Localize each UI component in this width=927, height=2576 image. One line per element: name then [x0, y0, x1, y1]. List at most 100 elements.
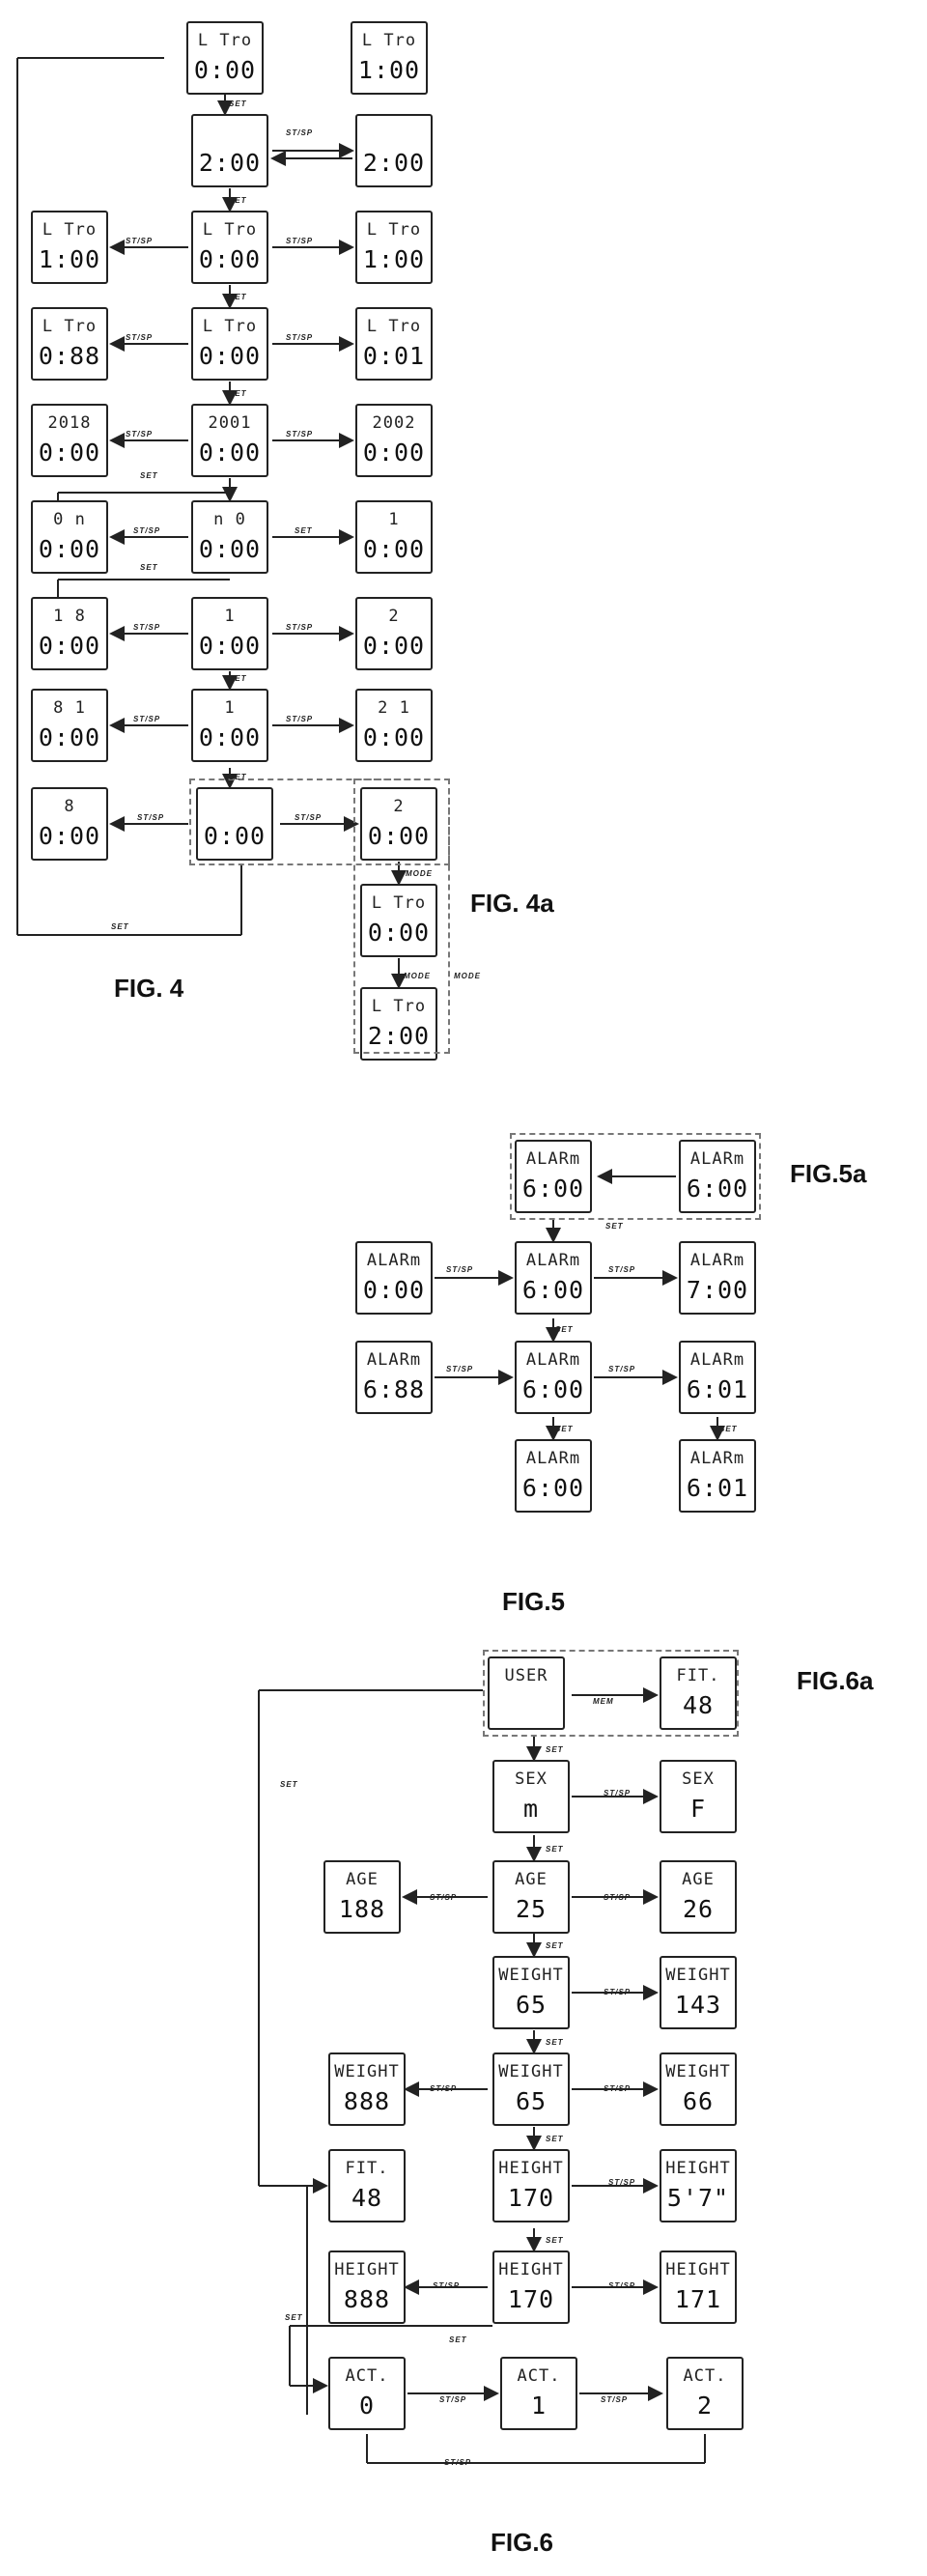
arrow-label-stsp: ST/SP: [604, 1988, 632, 1996]
arrow-label-set: SET: [280, 1780, 298, 1789]
lcd-bottom-text: 0:00: [198, 342, 262, 370]
arrow-label-stsp: ST/SP: [126, 237, 154, 245]
lcd-bottom-text: 2:00: [362, 149, 426, 177]
lcd-top-text: L Tro: [42, 317, 98, 336]
lcd-bottom-text: 0:00: [362, 439, 426, 467]
lcd-top-text: WEIGHT: [334, 2062, 400, 2081]
lcd-top-text: ALARm: [525, 1449, 581, 1468]
lcd-top-text: AGE: [682, 1870, 715, 1889]
lcd-bottom-text: 170: [507, 2285, 555, 2313]
arrow-label-set: SET: [546, 2135, 564, 2143]
lcd-bottom-text: 66: [682, 2087, 715, 2115]
lcd-top-text: 2: [393, 797, 405, 816]
lcd-top-text: ALARm: [689, 1350, 745, 1370]
arrow-label-set: SET: [111, 922, 129, 931]
lcd-top-text: L Tro: [371, 893, 427, 913]
arrow-label-stsp: ST/SP: [286, 623, 314, 632]
arrow-label-set: SET: [546, 2038, 564, 2047]
lcd-screen-f6-r0-c: USER: [488, 1656, 565, 1730]
lcd-bottom-text: 5'7": [666, 2184, 730, 2212]
lcd-top-text: USER: [504, 1666, 548, 1685]
arrow-label-set: SET: [295, 526, 313, 535]
arrow-label-stsp: ST/SP: [608, 1265, 636, 1274]
lcd-top-text: L Tro: [202, 317, 258, 336]
arrow-label-stsp: ST/SP: [133, 526, 161, 535]
arrow-label-set: SET: [229, 293, 247, 301]
lcd-screen-f6-r5-l: FIT.48: [328, 2149, 406, 2222]
lcd-bottom-text: 1:00: [38, 245, 101, 273]
lcd-top-text: HEIGHT: [665, 2159, 731, 2178]
lcd-bottom-text: 0:88: [38, 342, 101, 370]
lcd-top-text: 1: [388, 510, 400, 529]
lcd-bottom-text: 888: [343, 2087, 391, 2115]
arrow-label-stsp: ST/SP: [286, 715, 314, 723]
dashed-group-3: [483, 1650, 739, 1737]
arrow-label-set: SET: [229, 674, 247, 683]
arrow-label-mode: MODE: [406, 869, 433, 878]
lcd-top-text: WEIGHT: [498, 1966, 564, 1985]
lcd-bottom-text: 6:00: [521, 1474, 585, 1502]
arrow-label-stsp: ST/SP: [295, 813, 323, 822]
arrow-label-stsp: ST/SP: [126, 430, 154, 439]
lcd-top-text: WEIGHT: [498, 2062, 564, 2081]
arrow-label-set: SET: [719, 1425, 738, 1433]
lcd-bottom-text: 0:00: [38, 632, 101, 660]
lcd-bottom-text: 0:00: [362, 723, 426, 751]
lcd-top-text: L Tro: [371, 997, 427, 1016]
lcd-bottom-text: 2:00: [198, 149, 262, 177]
lcd-bottom-text: 0:00: [367, 822, 431, 850]
lcd-top-text: 2018: [47, 413, 92, 433]
lcd-bottom-text: 1: [530, 2392, 548, 2420]
dashed-group-1: [353, 778, 450, 1054]
lcd-top-text: 8: [64, 797, 75, 816]
lcd-top-text: ALARm: [525, 1350, 581, 1370]
arrow-label-stsp: ST/SP: [286, 237, 314, 245]
fig5a-caption: FIG.5a: [790, 1159, 867, 1188]
lcd-bottom-text: 0:00: [38, 822, 101, 850]
arrow-label-set: SET: [140, 563, 158, 572]
lcd-bottom-text: 0:00: [203, 822, 267, 850]
arrow-label-mem: MEM: [593, 1697, 614, 1706]
arrow-label-stsp: ST/SP: [608, 2178, 636, 2187]
lcd-top-text: L Tro: [197, 31, 253, 50]
lcd-bottom-text: 0: [358, 2392, 376, 2420]
lcd-top-text: 1: [224, 607, 236, 626]
lcd-bottom-text: 0:00: [198, 723, 262, 751]
lcd-screen-f4-r8-r: 2 0:00: [360, 787, 437, 861]
lcd-screen-f6-r4-l: WEIGHT 888: [328, 2052, 406, 2126]
lcd-top-text: ALARm: [689, 1149, 745, 1169]
lcd-bottom-text: 0:00: [38, 535, 101, 563]
fig6a-caption: FIG.6a: [797, 1666, 874, 1695]
fig4-caption: FIG. 4: [114, 974, 184, 1003]
lcd-top-text: ALARm: [525, 1251, 581, 1270]
lcd-bottom-text: 1:00: [357, 56, 421, 84]
arrow-label-stsp: ST/SP: [604, 2084, 632, 2093]
lcd-screen-f6-r7-c: ACT. 1: [500, 2357, 577, 2430]
arrow-label-set: SET: [229, 773, 247, 781]
lcd-screen-f6-r7-l: ACT.0: [328, 2357, 406, 2430]
arrow-label-stsp: ST/SP: [604, 1893, 632, 1902]
lcd-bottom-text: 6:01: [686, 1375, 749, 1403]
lcd-bottom-text: 6:00: [521, 1175, 585, 1203]
lcd-bottom-text: 0:00: [198, 535, 262, 563]
lcd-top-text: ACT.: [517, 2366, 561, 2386]
fig4a-caption: FIG. 4a: [470, 889, 554, 918]
lcd-bottom-text: 6:01: [686, 1474, 749, 1502]
arrow-label-stsp: ST/SP: [430, 1893, 458, 1902]
lcd-screen-f6-r0-r: FIT.48: [660, 1656, 737, 1730]
